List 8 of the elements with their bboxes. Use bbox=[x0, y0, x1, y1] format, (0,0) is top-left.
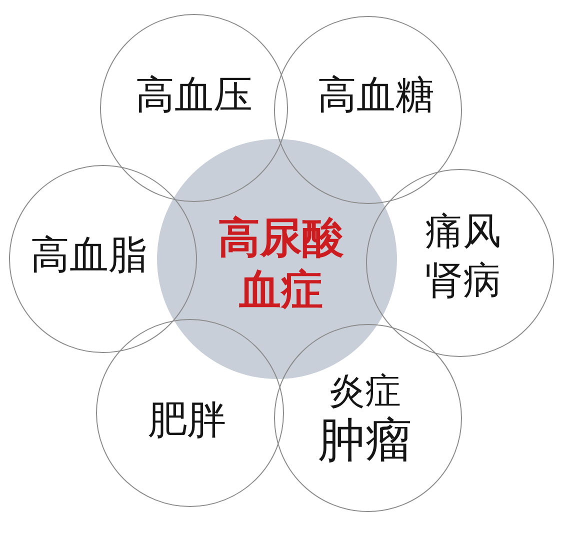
condition-label: 炎症 bbox=[329, 370, 401, 414]
condition-label: 高血脂 bbox=[30, 236, 148, 274]
condition-label: 肿瘤 bbox=[318, 413, 412, 470]
condition-label: 痛风肾病 bbox=[424, 208, 502, 304]
center-label: 高尿酸血症 bbox=[217, 212, 345, 316]
condition-label: 肥胖 bbox=[148, 400, 226, 440]
condition-label: 高血糖 bbox=[318, 76, 434, 114]
condition-label: 高血压 bbox=[136, 76, 252, 114]
